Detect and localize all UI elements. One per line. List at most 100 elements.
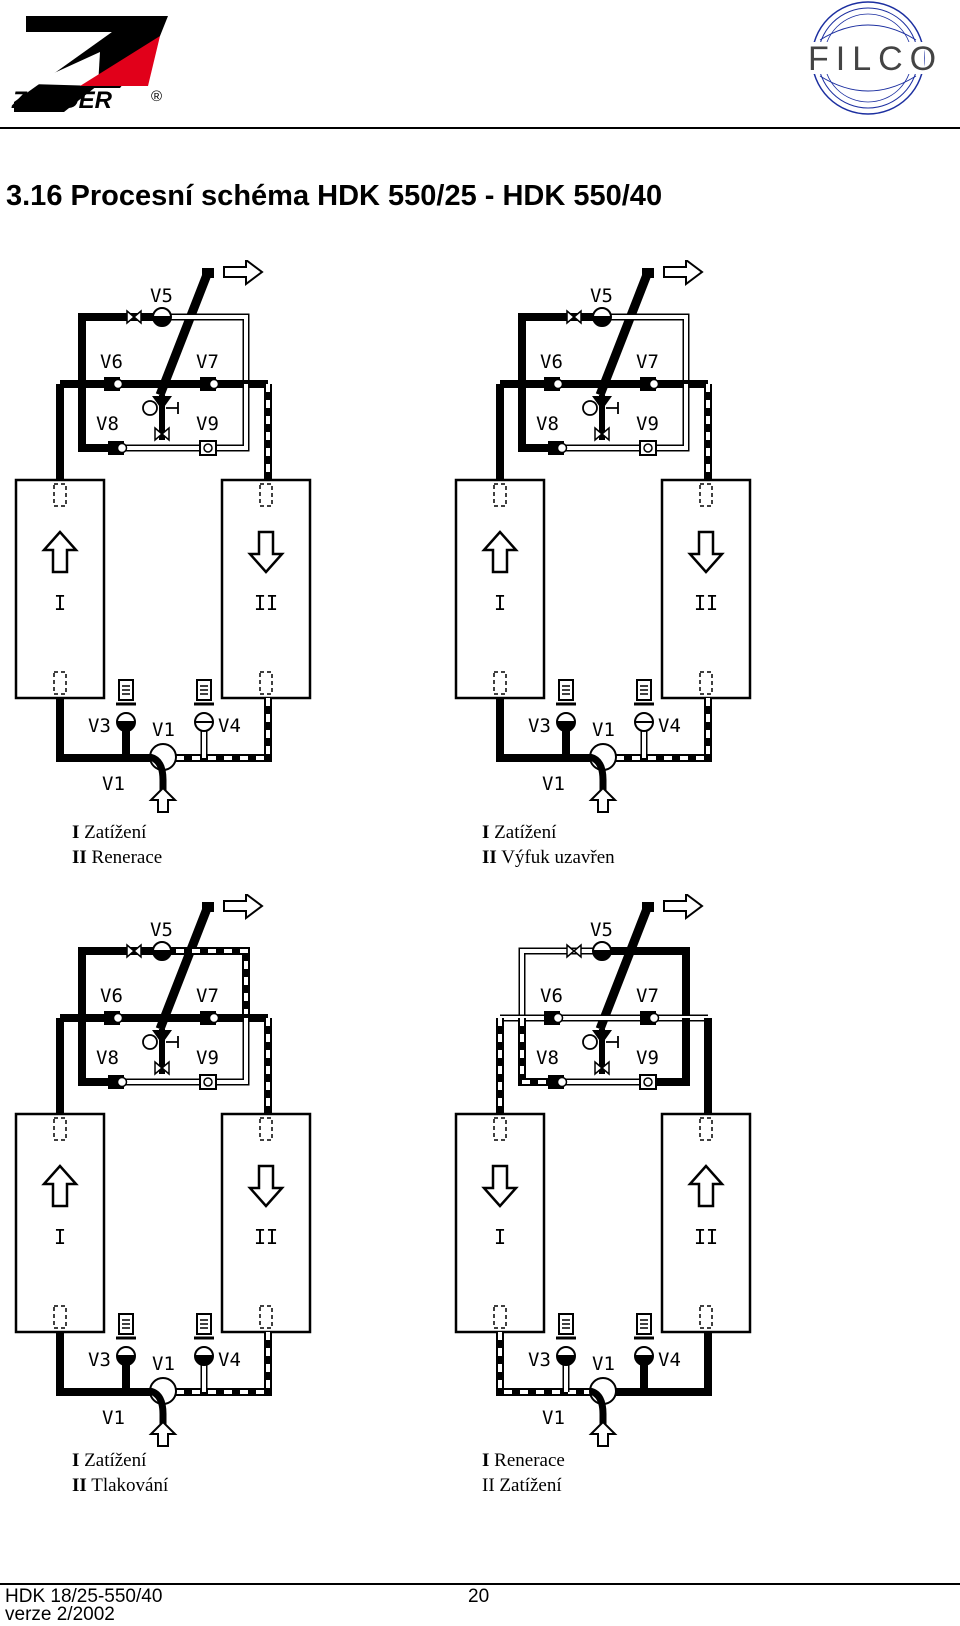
tower-left-top-nozzle bbox=[53, 483, 67, 507]
zander-logo: ZANDER ® bbox=[11, 16, 168, 114]
label-v5: V5 bbox=[590, 919, 613, 941]
center-valve-icon bbox=[152, 1030, 172, 1044]
valve-v5-icon-fill bbox=[153, 317, 171, 326]
caption-1-line1-text: Zatížení bbox=[84, 822, 147, 843]
label-v3: V3 bbox=[88, 715, 111, 737]
label-v8: V8 bbox=[96, 1047, 119, 1069]
page-title: 3.16 Procesní schéma HDK 550/25 - HDK 55… bbox=[6, 180, 663, 212]
muffler-v3-icon-ribs bbox=[122, 685, 130, 695]
pipe-bottom-right-dash bbox=[176, 698, 270, 760]
tower-left bbox=[454, 1112, 546, 1334]
tower-right-top-nozzle bbox=[699, 483, 713, 507]
label-v6: V6 bbox=[540, 351, 563, 373]
tower-right bbox=[660, 1112, 752, 1334]
tower-left-top-nozzle bbox=[493, 483, 507, 507]
label-v9: V9 bbox=[636, 1047, 659, 1069]
pipe-v8-left bbox=[518, 384, 556, 452]
valve-v1-inlet-pipe bbox=[148, 1387, 167, 1434]
valve-v3-icon-fill bbox=[117, 722, 135, 731]
filco-logo-text: FILCO bbox=[808, 40, 943, 78]
footer-version: verze 2/2002 bbox=[5, 1604, 115, 1625]
inlet-arrow bbox=[148, 786, 178, 813]
valve-v1-inlet-pipe bbox=[588, 753, 607, 800]
tower-right-flow-arrow bbox=[687, 530, 725, 574]
caption-2-line1-bold: I bbox=[482, 822, 490, 843]
tower-left-bottom-nozzle bbox=[53, 1305, 67, 1329]
pipe-v5-right-dash bbox=[160, 949, 248, 1018]
valve-v3-icon-fill bbox=[557, 1356, 575, 1365]
tower-left-flow-arrow bbox=[41, 530, 79, 574]
label-v4: V4 bbox=[218, 715, 241, 737]
exhaust-pipe bbox=[595, 270, 653, 397]
label-v8: V8 bbox=[536, 413, 559, 435]
muffler-v4-icon-ribs bbox=[200, 685, 208, 695]
tower-left-label: I bbox=[54, 1225, 66, 1249]
center-valve-icon bbox=[592, 1030, 612, 1044]
label-v1-bottom: V1 bbox=[102, 1407, 125, 1429]
valve-v8-icon-dot bbox=[116, 1076, 128, 1088]
tower-right-bottom-nozzle bbox=[259, 671, 273, 695]
muffler-v3-icon-ribs bbox=[122, 1319, 130, 1329]
pipe-v9-right bbox=[648, 1018, 690, 1086]
valve-v6-icon-dot bbox=[552, 378, 564, 390]
center-valve-spring-icon bbox=[606, 1036, 619, 1048]
tower-right bbox=[220, 478, 312, 700]
pipe-v5-right-core bbox=[600, 315, 688, 384]
pipe-v8-left bbox=[78, 1018, 116, 1086]
label-v3: V3 bbox=[528, 1349, 551, 1371]
tower-left bbox=[454, 478, 546, 700]
label-v8: V8 bbox=[96, 413, 119, 435]
muffler-v4-icon-ribs bbox=[640, 685, 648, 695]
exhaust-arrow bbox=[223, 260, 264, 286]
valve-v1-inlet-pipe bbox=[588, 1387, 607, 1434]
tower-left-top-nozzle bbox=[493, 1117, 507, 1141]
exhaust-pipe-end bbox=[202, 268, 214, 278]
tower-left-label: I bbox=[494, 1225, 506, 1249]
center-valve-icon bbox=[152, 396, 172, 410]
tower-right-top-nozzle bbox=[699, 1117, 713, 1141]
exhaust-arrow bbox=[663, 894, 704, 920]
tower-left-flow-arrow bbox=[481, 530, 519, 574]
label-v4: V4 bbox=[218, 1349, 241, 1371]
tower-right-label: II bbox=[254, 1225, 278, 1249]
center-valve-bowtie-icon bbox=[154, 1060, 170, 1076]
center-valve-bowtie-icon bbox=[154, 426, 170, 442]
footer-page-number: 20 bbox=[468, 1586, 490, 1607]
pipe-v8-left-dash bbox=[520, 1018, 556, 1084]
valve-v9-icon-ball bbox=[643, 443, 653, 453]
valve-v5-bowtie-icon bbox=[126, 943, 142, 959]
pipe-v5-right bbox=[600, 947, 690, 1018]
label-v4: V4 bbox=[658, 1349, 681, 1371]
center-valve-actuator-icon bbox=[582, 400, 598, 416]
caption-1-line2-text: Renerace bbox=[91, 847, 163, 868]
footer-model: HDK 18/25-550/40 bbox=[5, 1586, 163, 1607]
center-valve-bowtie-icon bbox=[594, 1060, 610, 1076]
valve-v8-icon-dot bbox=[556, 442, 568, 454]
tower-left-label: I bbox=[54, 591, 66, 615]
tower-right-flow-arrow bbox=[247, 530, 285, 574]
tower-right-label: II bbox=[254, 591, 278, 615]
center-valve-spring-icon bbox=[166, 402, 179, 414]
tower-right-top-nozzle bbox=[259, 483, 273, 507]
caption-3-line1-bold: I bbox=[72, 1450, 80, 1471]
label-v1: V1 bbox=[592, 719, 615, 741]
label-v8: V8 bbox=[536, 1047, 559, 1069]
tower-right bbox=[660, 478, 752, 700]
valve-v8-icon-dot bbox=[116, 442, 128, 454]
label-v5: V5 bbox=[150, 285, 173, 307]
label-v1: V1 bbox=[152, 719, 175, 741]
label-v6: V6 bbox=[540, 985, 563, 1007]
label-v5: V5 bbox=[590, 285, 613, 307]
center-valve-spring-icon bbox=[166, 1036, 179, 1048]
inlet-arrow bbox=[148, 1420, 178, 1447]
caption-3: I Zatížení II Tlakování bbox=[72, 1448, 168, 1498]
valve-v6-icon-dot bbox=[112, 1012, 124, 1024]
pipe-bottom-right-dash bbox=[616, 698, 710, 760]
tower-left-top-nozzle bbox=[53, 1117, 67, 1141]
pipe-bottom-left bbox=[56, 1332, 150, 1396]
valve-v5-bowtie-icon bbox=[126, 309, 142, 325]
label-v1-bottom: V1 bbox=[542, 773, 565, 795]
